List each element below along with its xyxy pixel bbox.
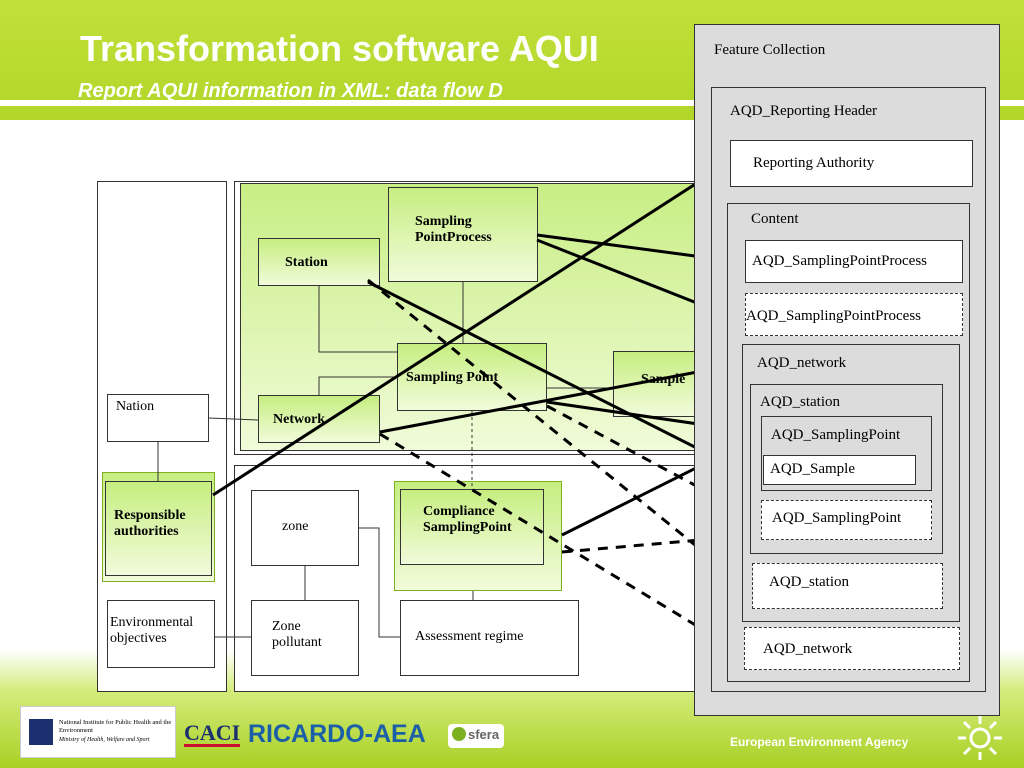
env-objectives-label: Environmental objectives — [110, 615, 194, 646]
sfera-icon — [452, 727, 466, 741]
station-label-right: AQD_station — [760, 394, 840, 410]
network-box: Network — [258, 395, 380, 443]
spp2-label: AQD_SamplingPointProcess — [746, 308, 922, 324]
sample-label-right: AQD_Sample — [770, 461, 855, 477]
spp1-box: AQD_SamplingPointProcess — [745, 240, 963, 283]
samplingpoint-label-right: AQD_SamplingPoint — [771, 427, 901, 443]
sampling-point-label: Sampling Point — [406, 370, 499, 385]
sampling-process-label: Sampling PointProcess — [415, 214, 492, 245]
reporting-header-label: AQD_Reporting Header — [730, 103, 878, 119]
eea-sun-icon — [958, 716, 1002, 760]
crest-icon — [29, 719, 53, 745]
nation-label: Nation — [116, 399, 155, 414]
spp1-label: AQD_SamplingPointProcess — [752, 253, 928, 269]
network2-label: AQD_network — [763, 641, 853, 657]
assessment-box: Assessment regime — [400, 600, 579, 676]
compliance-label: Compliance SamplingPoint — [423, 504, 512, 535]
samplingpoint2-label: AQD_SamplingPoint — [772, 510, 902, 526]
network-label: Network — [273, 412, 326, 427]
zone-pollutant-label: Zone pollutant — [272, 619, 322, 650]
rivm-name: National Institute for Public Health and… — [59, 719, 172, 734]
sfera-logo: sfera — [448, 724, 504, 748]
zone-box: zone — [251, 490, 359, 566]
sfera-label: sfera — [468, 727, 500, 742]
sample-box-right: AQD_Sample — [763, 455, 916, 485]
station-label: Station — [285, 255, 328, 270]
ricardo-logo: RICARDO-AEA — [248, 720, 426, 748]
rivm-ministry: Ministry of Health, Welfare and Sport — [59, 737, 150, 743]
page-subtitle: Report AQUI information in XML: data flo… — [78, 80, 503, 102]
network-label-right: AQD_network — [757, 355, 847, 371]
spp2-box: AQD_SamplingPointProcess — [745, 293, 963, 336]
caci-logo: CACI — [184, 720, 241, 747]
rivm-logo: National Institute for Public Health and… — [20, 706, 176, 758]
station2-label: AQD_station — [769, 574, 849, 590]
compliance-box: Compliance SamplingPoint — [400, 489, 544, 565]
feature-collection-label: Feature Collection — [714, 42, 826, 58]
samplingpoint2-box: AQD_SamplingPoint — [761, 500, 932, 540]
network2-box: AQD_network — [744, 627, 960, 670]
env-objectives-box: Environmental objectives — [107, 600, 215, 668]
zone-pollutant-box: Zone pollutant — [251, 600, 359, 676]
nation-box: Nation — [107, 394, 209, 442]
reporting-authority-box: Reporting Authority — [730, 140, 973, 187]
sampling-process-box: Sampling PointProcess — [388, 187, 538, 282]
eea-label: European Environment Agency — [730, 735, 909, 749]
assessment-label: Assessment regime — [415, 629, 524, 644]
zone-label: zone — [282, 519, 309, 534]
reporting-authority-label: Reporting Authority — [753, 155, 875, 171]
sampling-point-box: Sampling Point — [397, 343, 547, 411]
page-title: Transformation software AQUI — [80, 28, 599, 69]
responsible-label: Responsible authorities — [114, 508, 186, 539]
content-label: Content — [751, 211, 799, 227]
responsible-box: Responsible authorities — [105, 481, 212, 576]
station-box: Station — [258, 238, 380, 286]
station2-box: AQD_station — [752, 563, 943, 609]
